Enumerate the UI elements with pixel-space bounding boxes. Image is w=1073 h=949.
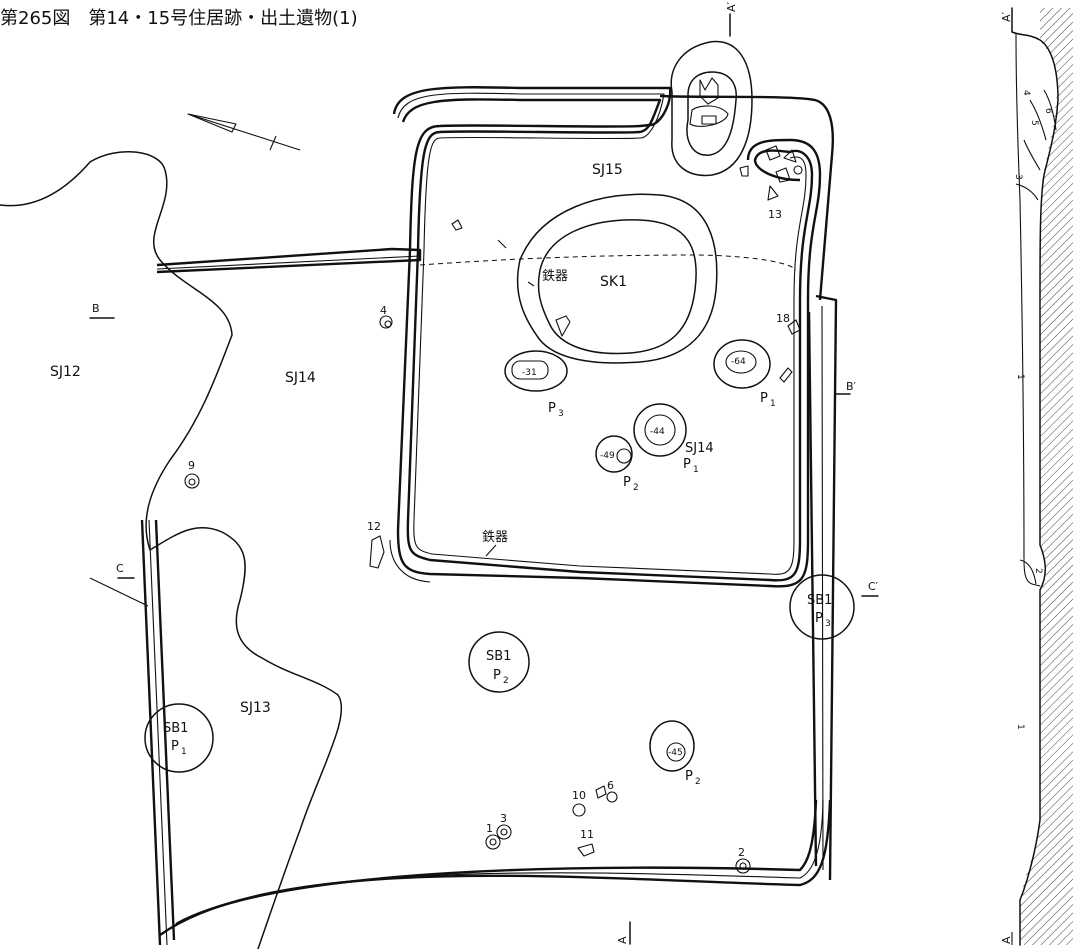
label-sj15: SJ15 — [592, 162, 623, 178]
svg-text:2: 2 — [633, 483, 639, 493]
section-letter: A — [616, 936, 629, 944]
svg-text:3: 3 — [558, 409, 564, 419]
artifact-fragment — [779, 367, 793, 383]
svg-text:2: 2 — [695, 777, 701, 787]
svg-text:SB1: SB1 — [807, 593, 832, 608]
profile-layer-label: 3 — [1013, 174, 1023, 180]
section-letter: B — [92, 302, 100, 315]
label-p1: P 1 — [760, 391, 776, 409]
artifact-10-marker — [572, 803, 586, 817]
svg-text:P: P — [171, 739, 179, 754]
artifact-4-marker — [379, 315, 393, 329]
profile-layer-label: 1 — [1015, 374, 1025, 380]
artifact-2-marker — [735, 858, 751, 874]
profile-letter: A — [1000, 936, 1013, 944]
sk1-pit — [516, 193, 718, 364]
svg-text:P: P — [760, 391, 768, 406]
profile-layer-label: 2 — [1033, 568, 1043, 574]
svg-text:P: P — [815, 611, 823, 626]
pit-p3-sj15 — [504, 350, 568, 392]
svg-text:1: 1 — [770, 399, 776, 409]
label-sb1-p3: SB1 P 3 — [807, 593, 832, 629]
section-profile — [1011, 7, 1073, 946]
svg-text:P: P — [685, 769, 693, 784]
label-sj13: SJ13 — [240, 700, 271, 716]
label-sj14-p1: SJ14 — [685, 441, 714, 456]
hearth — [670, 40, 753, 177]
label-iron-artifact: 鉄器 — [482, 530, 508, 545]
svg-text:1: 1 — [693, 465, 699, 475]
artifact-number: 9 — [188, 459, 195, 472]
sj15-floor-boundary — [419, 254, 797, 271]
artifact-cluster-13 — [739, 145, 803, 201]
section-letter: B′ — [846, 380, 857, 393]
artifact-fragment — [451, 219, 463, 231]
artifact-1-marker — [485, 834, 501, 850]
profile-layer-label: 4 — [1021, 90, 1031, 96]
label-p2: P 2 — [623, 475, 639, 493]
profile-layer-label: 1 — [1015, 724, 1025, 730]
artifact-9-marker — [184, 473, 200, 489]
svg-text:1: 1 — [181, 747, 187, 757]
svg-text:P: P — [683, 457, 691, 472]
label-sk1: SK1 — [600, 274, 627, 290]
svg-text:2: 2 — [503, 676, 509, 686]
label-sj14: SJ14 — [285, 370, 316, 386]
artifact-number: 1 — [486, 822, 493, 835]
label-p3: P 3 — [548, 401, 564, 419]
section-letter: C — [116, 562, 124, 575]
label-p2-lower: P 2 — [685, 769, 701, 787]
profile-layer-label: 5 — [1029, 120, 1039, 126]
sb1-p2 — [468, 631, 530, 693]
svg-text:P: P — [493, 668, 501, 683]
profile-layer-label: 6 — [1043, 108, 1053, 114]
sb1-p3 — [789, 574, 855, 640]
svg-text:SB1: SB1 — [486, 649, 511, 664]
artifact-number: 2 — [738, 846, 745, 859]
depth-label: -64 — [731, 357, 746, 367]
figure-title: 第265図 第14・15号住居跡・出土遺物(1) — [0, 8, 358, 29]
pit-p2-sj15 — [595, 435, 633, 473]
profile-letter: A′ — [1000, 11, 1013, 22]
svg-text:P: P — [548, 401, 556, 416]
label-sb1-p2: SB1 P 2 — [486, 649, 511, 686]
artifact-12-marker — [369, 535, 385, 569]
label-sj12: SJ12 — [50, 364, 81, 380]
artifact-number: 4 — [380, 304, 387, 317]
artifact-11-marker — [577, 843, 595, 857]
artifact-number: 10 — [572, 789, 586, 802]
pit-p2-sj14 — [649, 720, 695, 772]
svg-text:SB1: SB1 — [163, 721, 188, 736]
artifact-18-marker — [787, 319, 801, 335]
label-p1-sj14: P 1 — [683, 457, 699, 475]
sb1-p1 — [144, 703, 214, 773]
section-letter: C′ — [868, 580, 879, 593]
depth-label: -45 — [668, 748, 683, 758]
depth-label: -49 — [600, 451, 615, 461]
artifact-6-marker — [595, 785, 618, 803]
depth-label: -31 — [522, 368, 537, 378]
section-c-line — [89, 577, 149, 607]
artifact-number: 11 — [580, 828, 594, 841]
artifact-number: 12 — [367, 520, 381, 533]
artifact-3-marker — [496, 824, 512, 840]
artifact-iron-tool — [485, 544, 497, 557]
label-sb1-p1: SB1 P 1 — [163, 721, 188, 757]
north-arrow-icon — [187, 113, 301, 151]
artifact-number: 6 — [607, 779, 614, 792]
svg-text:3: 3 — [825, 619, 831, 629]
label-iron-artifact: 鉄器 — [542, 269, 568, 284]
section-letter: A′ — [725, 1, 738, 12]
artifact-number: 18 — [776, 312, 790, 325]
sj14-wall — [140, 247, 838, 946]
pit-sj14-p1 — [633, 403, 687, 457]
svg-text:P: P — [623, 475, 631, 490]
depth-label: -44 — [650, 427, 665, 437]
pit-p1-sj15 — [713, 339, 771, 389]
artifact-fragment — [497, 239, 507, 249]
artifact-number: 13 — [768, 208, 782, 221]
artifact-number: 3 — [500, 812, 507, 825]
